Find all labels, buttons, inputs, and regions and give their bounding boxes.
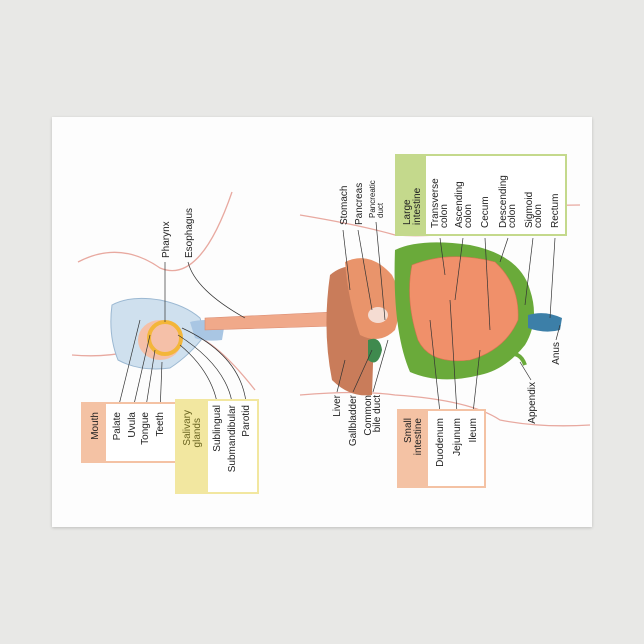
leader-lines: [116, 221, 561, 414]
label-uvula: Uvula: [127, 412, 138, 438]
label-parotid: Parotid: [241, 405, 252, 437]
salivary-title-1: Salivary: [182, 410, 193, 446]
label-descending-colon-1: Descending: [498, 175, 509, 228]
label-liver: Liver: [332, 394, 343, 416]
label-common-bile-duct-1: Common: [363, 395, 374, 436]
label-palate: Palate: [112, 412, 123, 441]
label-ascending-colon-2: colon: [463, 204, 474, 228]
esophagus-shape: [204, 311, 336, 331]
mouth-box-strip: [82, 403, 106, 462]
label-common-bile-duct-2: bile duct: [372, 395, 383, 432]
label-sigmoid-colon-2: colon: [533, 204, 544, 228]
gallbladder-shape: [368, 338, 382, 363]
large-intestine-title-2: intestine: [412, 187, 423, 225]
label-sigmoid-colon-1: Sigmoid: [524, 192, 535, 228]
label-sublingual: Sublingual: [212, 405, 223, 452]
label-pancreas: Pancreas: [354, 183, 365, 225]
label-jejunum: Jejunum: [452, 418, 463, 456]
label-ileum: Ileum: [468, 418, 479, 442]
label-stomach: Stomach: [339, 186, 350, 225]
appendix-shape: [504, 351, 527, 366]
small-intestine-title-2: intestine: [413, 418, 424, 456]
label-tongue: Tongue: [140, 412, 151, 445]
rectum-shape: [528, 313, 562, 332]
label-descending-colon-2: colon: [507, 204, 518, 228]
label-appendix: Appendix: [527, 382, 538, 424]
label-submandibular: Submandibular: [227, 404, 238, 472]
label-rectum: Rectum: [550, 194, 561, 228]
small-intestine-title-1: Small: [403, 418, 414, 443]
large-intestine-box-strip: [396, 155, 426, 235]
small-intestine-box-strip: [398, 410, 428, 487]
label-cecum: Cecum: [480, 196, 491, 228]
mouth-title: Mouth: [90, 412, 101, 440]
salivary-title-2: glands: [192, 418, 203, 447]
label-anus: Anus: [551, 342, 562, 365]
salivary-box-strip: [176, 400, 208, 493]
label-transverse-colon-2: colon: [439, 204, 450, 228]
label-esophagus: Esophagus: [184, 208, 195, 258]
large-intestine-title-1: Large: [402, 199, 413, 225]
label-teeth: Teeth: [155, 412, 166, 436]
label-duodenum: Duodenum: [435, 418, 446, 467]
label-pancreatic-duct-2: duct: [376, 202, 385, 218]
pancreas-shape: [368, 307, 388, 323]
label-gallbladder: Gallbladder: [348, 394, 359, 446]
label-pancreatic-duct-1: Pancreatic: [368, 180, 377, 218]
label-transverse-colon-1: Transverse: [430, 178, 441, 228]
label-ascending-colon-1: Ascending: [454, 181, 465, 228]
small-intestine-shape: [409, 256, 519, 362]
label-pharynx: Pharynx: [161, 221, 172, 258]
